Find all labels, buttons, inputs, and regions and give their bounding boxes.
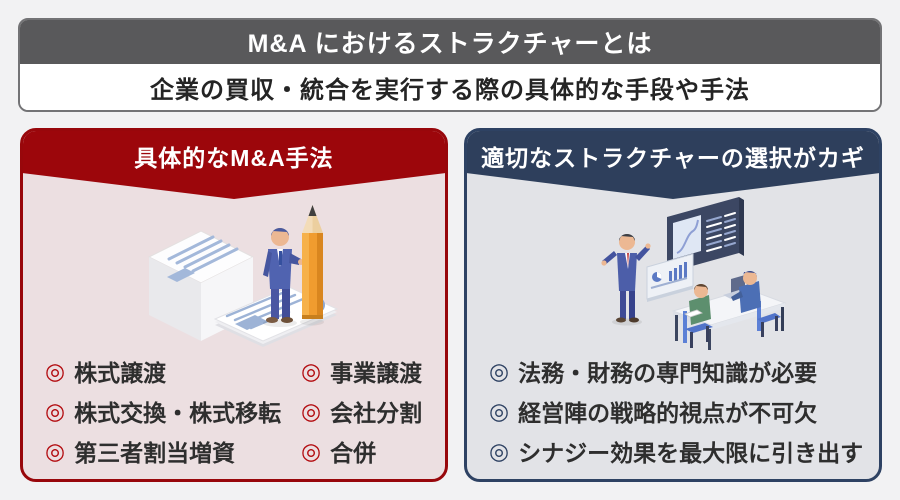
bullet-icon: ◎ — [45, 437, 66, 464]
bullet-icon: ◎ — [489, 357, 510, 384]
panel-right-title: 適切なストラクチャーの選択がカギ — [481, 145, 865, 171]
list-item-label: シナジー効果を最大限に引き出す — [518, 440, 864, 466]
bullet-icon: ◎ — [45, 357, 66, 384]
list-item: ◎ シナジー効果を最大限に引き出す — [489, 431, 871, 471]
ma-methods-list: ◎ 株式譲渡 ◎ 事業譲渡 ◎ 株式交換・株式移転 ◎ 会社分割 ◎ 第三者割当… — [45, 351, 437, 471]
list-item: ◎ 第三者割当増資 — [45, 431, 301, 471]
list-item-label: 会社分割 — [330, 400, 423, 426]
presentation-meeting-illustration — [601, 197, 787, 350]
page-title: M&A におけるストラクチャーとは — [247, 30, 653, 58]
list-item-label: 経営陣の戦略的視点が不可欠 — [518, 400, 818, 426]
bullet-icon: ◎ — [301, 437, 322, 464]
header-title-band: M&A におけるストラクチャーとは — [20, 20, 880, 64]
list-item: ◎ 株式譲渡 — [45, 351, 301, 391]
list-item: ◎ 経営陣の戦略的視点が不可欠 — [489, 391, 871, 431]
page-subtitle: 企業の買収・統合を実行する際の具体的な手段や手法 — [150, 76, 750, 104]
header-subtitle-band: 企業の買収・統合を実行する際の具体的な手段や手法 — [20, 64, 880, 110]
list-item-label: 法務・財務の専門知識が必要 — [518, 360, 818, 386]
list-item-label: 第三者割当増資 — [74, 440, 236, 466]
list-item: ◎ 事業譲渡 — [301, 351, 437, 391]
list-item-label: 株式譲渡 — [74, 360, 167, 386]
list-item: ◎ 法務・財務の専門知識が必要 — [489, 351, 871, 391]
bullet-icon: ◎ — [489, 397, 510, 424]
list-item-label: 株式交換・株式移転 — [74, 400, 282, 426]
businessman-pencil-documents-illustration — [147, 205, 339, 347]
panel-structure-selection: 適切なストラクチャーの選択がカギ — [464, 128, 882, 482]
panel-left-title: 具体的なM&A手法 — [134, 145, 334, 171]
bullet-icon: ◎ — [301, 357, 322, 384]
header-box: M&A におけるストラクチャーとは 企業の買収・統合を実行する際の具体的な手段や… — [18, 18, 882, 112]
structure-points-list: ◎ 法務・財務の専門知識が必要 ◎ 経営陣の戦略的視点が不可欠 ◎ シナジー効果… — [489, 351, 871, 471]
bullet-icon: ◎ — [489, 437, 510, 464]
list-item: ◎ 会社分割 — [301, 391, 437, 431]
list-item-label: 事業譲渡 — [330, 360, 423, 386]
list-item: ◎ 合併 — [301, 431, 437, 471]
bullet-icon: ◎ — [45, 397, 66, 424]
bullet-icon: ◎ — [301, 397, 322, 424]
panel-ma-methods: 具体的なM&A手法 — [20, 128, 448, 482]
list-item: ◎ 株式交換・株式移転 — [45, 391, 301, 431]
list-item-label: 合併 — [330, 440, 377, 466]
